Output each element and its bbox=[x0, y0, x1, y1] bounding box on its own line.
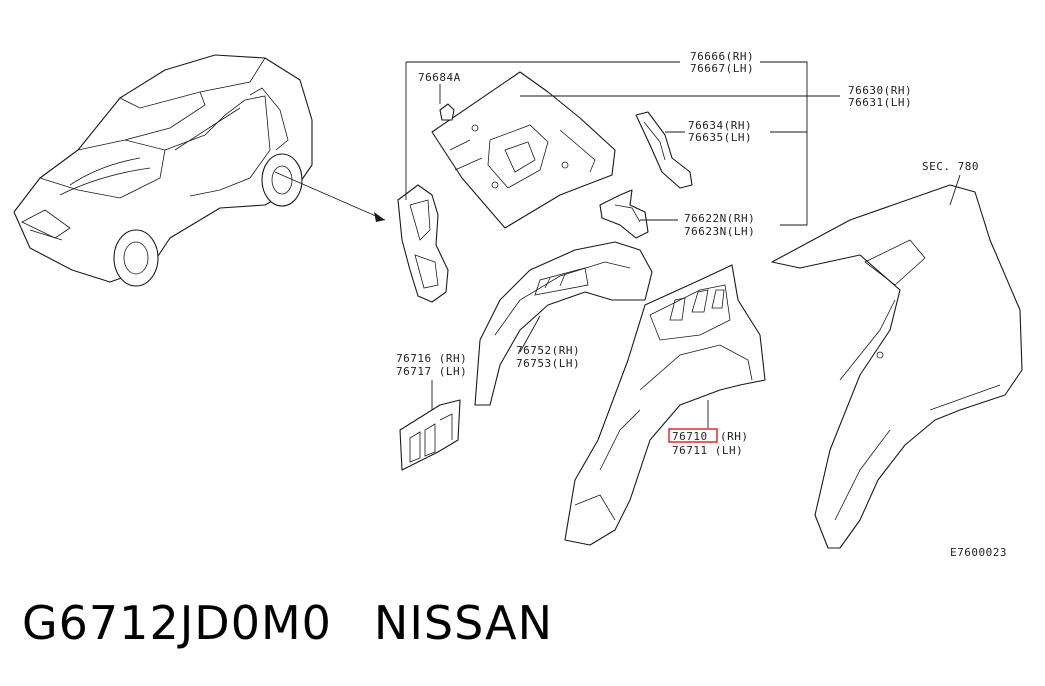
label-76710: 76710 bbox=[672, 430, 708, 443]
small-panel-76716 bbox=[399, 399, 461, 471]
diagram-reference-code: E7600023 bbox=[950, 546, 1007, 559]
label-76684A: 76684A bbox=[418, 71, 461, 84]
label-76630: 76630(RH) bbox=[848, 84, 912, 97]
label-76667: 76667(LH) bbox=[690, 62, 754, 75]
label-76752: 76752(RH) bbox=[516, 344, 580, 357]
footer-caption: G6712JD0M0 NISSAN bbox=[22, 596, 553, 650]
pillar-part-left bbox=[397, 184, 449, 303]
leader-lines bbox=[405, 61, 961, 428]
vehicle-illustration bbox=[13, 54, 386, 287]
label-76753: 76753(LH) bbox=[516, 357, 580, 370]
bracket-76622N bbox=[599, 189, 649, 239]
label-76634: 76634(RH) bbox=[688, 119, 752, 132]
inner-wheelhouse-76710 bbox=[564, 264, 766, 546]
label-76711: 76711 (LH) bbox=[672, 444, 743, 457]
label-76717: 76717 (LH) bbox=[396, 365, 467, 378]
part-labels: 76666(RH) 76667(LH) 76684A 76630(RH) 766… bbox=[396, 50, 1007, 559]
label-76635: 76635(LH) bbox=[688, 131, 752, 144]
rear-panel-76630 bbox=[431, 71, 616, 229]
label-sec780: SEC. 780 bbox=[922, 160, 979, 173]
label-76623N: 76623N(LH) bbox=[684, 225, 755, 238]
label-76716: 76716 (RH) bbox=[396, 352, 467, 365]
label-76622N: 76622N(RH) bbox=[684, 212, 755, 225]
highlight-box-76710 bbox=[668, 428, 718, 443]
exploded-parts-diagram: 76666(RH) 76667(LH) 76684A 76630(RH) 766… bbox=[13, 50, 1023, 559]
brand-name: NISSAN bbox=[373, 596, 554, 650]
label-76631: 76631(LH) bbox=[848, 96, 912, 109]
label-76666: 76666(RH) bbox=[690, 50, 754, 63]
bracket-76634 bbox=[635, 111, 693, 189]
wheelhouse-outer-76752 bbox=[474, 241, 653, 406]
part-number: G6712JD0M0 bbox=[22, 596, 332, 650]
label-76710-side: (RH) bbox=[720, 430, 749, 443]
body-side-sec780 bbox=[771, 184, 1023, 549]
